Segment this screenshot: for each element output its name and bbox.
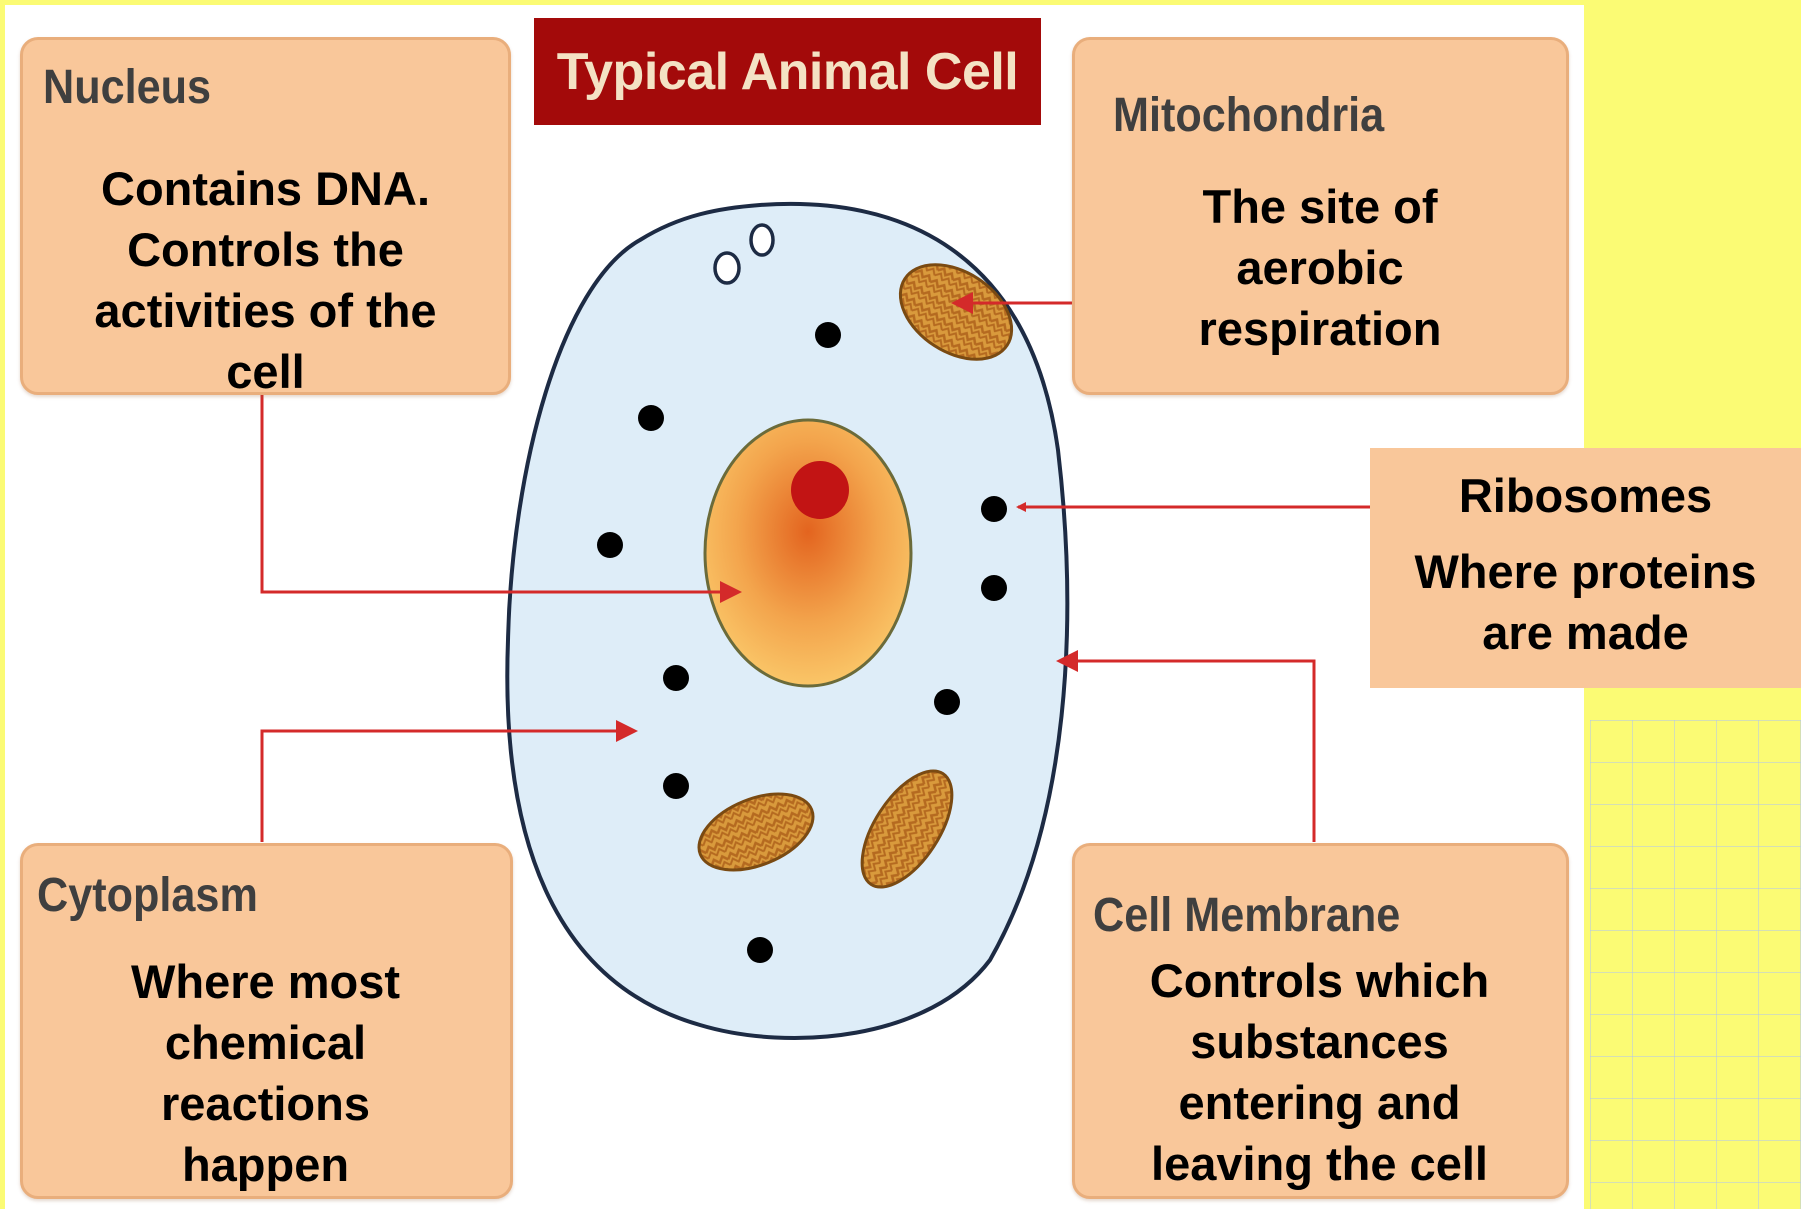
cytoplasm-description: Where most chemical reactions happen bbox=[93, 951, 438, 1195]
cell-membrane-description: Controls which substances entering and l… bbox=[1117, 950, 1522, 1194]
nucleolus bbox=[791, 461, 849, 519]
vacuole bbox=[751, 225, 773, 255]
ribosome-dot bbox=[747, 937, 773, 963]
ribosome-dot bbox=[638, 405, 664, 431]
cell-membrane-heading: Cell Membrane bbox=[1093, 888, 1400, 943]
cytoplasm-box: Cytoplasm Where most chemical reactions … bbox=[20, 843, 513, 1199]
mitochondria-box: Mitochondria The site of aerobic respira… bbox=[1072, 37, 1569, 395]
nucleus-heading: Nucleus bbox=[43, 60, 211, 115]
ribosome-dot bbox=[981, 575, 1007, 601]
cell-membrane-arrow bbox=[1060, 661, 1314, 842]
page-title: Typical Animal Cell bbox=[534, 18, 1041, 125]
ribosome-dot bbox=[663, 665, 689, 691]
cell-membrane-box: Cell Membrane Controls which substances … bbox=[1072, 843, 1569, 1199]
ribosome-dot bbox=[597, 532, 623, 558]
mitochondria-description: The site of aerobic respiration bbox=[1150, 176, 1490, 359]
cytoplasm-heading: Cytoplasm bbox=[37, 868, 258, 923]
ribosomes-heading: Ribosomes bbox=[1370, 468, 1801, 523]
vacuole bbox=[715, 253, 739, 283]
ribosome-dot bbox=[663, 773, 689, 799]
ribosomes-box: Ribosomes Where proteins are made bbox=[1370, 448, 1801, 688]
ribosomes-description: Where proteins are made bbox=[1390, 541, 1781, 663]
ribosome-dot bbox=[815, 322, 841, 348]
nucleus-box: Nucleus Contains DNA. Controls the activ… bbox=[20, 37, 511, 395]
nucleus-shape bbox=[705, 420, 911, 686]
mitochondria-heading: Mitochondria bbox=[1113, 88, 1384, 143]
ribosome-dot bbox=[981, 496, 1007, 522]
nucleus-description: Contains DNA. Controls the activities of… bbox=[63, 158, 468, 402]
ribosome-dot bbox=[934, 689, 960, 715]
